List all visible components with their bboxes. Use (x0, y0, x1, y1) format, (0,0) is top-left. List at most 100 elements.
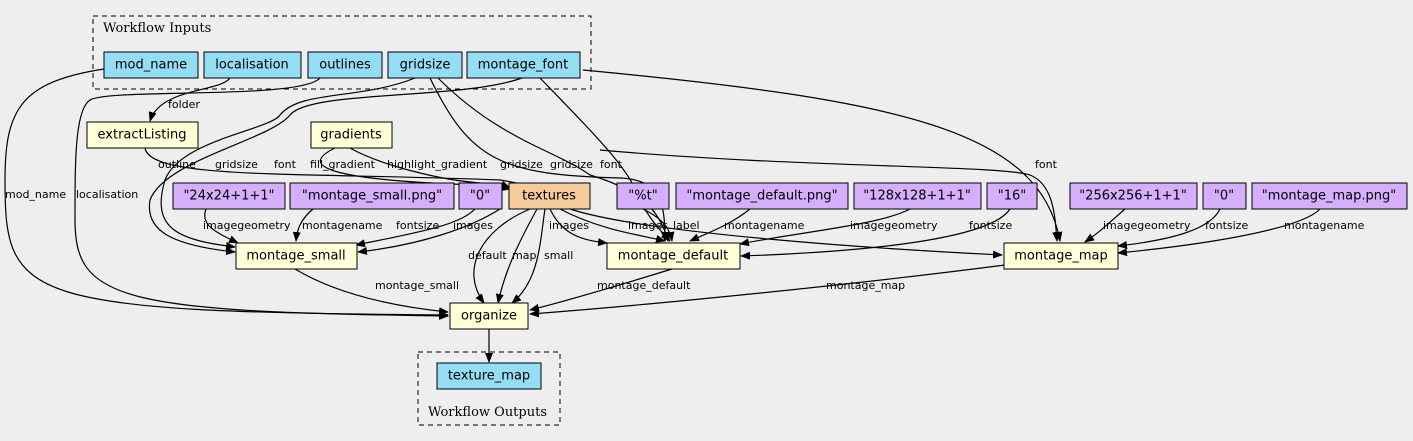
edge-gridsize-map (599, 149, 1061, 242)
edge-label-gridsize-d2: gridsize (550, 158, 593, 171)
workflow-outputs-title: Workflow Outputs (428, 405, 547, 420)
svg-text:"montage_map.png": "montage_map.png" (1262, 189, 1396, 204)
edge-textures-organize-map (495, 208, 538, 304)
edge-label-fontsize-small: fontsize (396, 219, 439, 232)
edge-mdefaultpng-default (689, 208, 751, 242)
node-outlines[interactable]: outlines (307, 51, 383, 79)
edge-localisation-extract (148, 77, 231, 122)
node-montage_default[interactable]: montage_default (606, 242, 741, 270)
edge-label-images-d2: images (628, 219, 668, 232)
edge-zero-map (1117, 208, 1221, 249)
node-gradients[interactable]: gradients (310, 121, 393, 149)
edge-default-organize (529, 268, 673, 312)
edge-label-fontsize-default: fontsize (969, 219, 1012, 232)
svg-text:outlines: outlines (319, 58, 371, 73)
edge-label-label: label (673, 219, 700, 232)
workflow-inputs-title: Workflow Inputs (103, 21, 211, 36)
svg-text:localisation: localisation (215, 58, 289, 73)
svg-text:montage_small: montage_small (246, 249, 345, 264)
svg-text:"256x256+1+1": "256x256+1+1" (1079, 189, 1187, 204)
node-montage_small[interactable]: montage_small (235, 242, 358, 270)
edge-label-gridsize-d1: gridsize (500, 158, 543, 171)
node-const-16[interactable]: "16" (986, 182, 1038, 210)
edge-textures-map (569, 208, 1003, 259)
edge-label-montage_default: montage_default (597, 279, 691, 292)
edge-label-images-default: images (549, 219, 589, 232)
workflow-outputs-cluster: Workflow Outputs (417, 351, 561, 426)
node-gridsize[interactable]: gridsize (387, 51, 463, 79)
edge-label-montage_small: montage_small (375, 279, 459, 292)
edge-label-highlight_gradient: highlight_gradient (387, 158, 488, 171)
edge-localisation-organize (74, 77, 449, 320)
node-const-zero-a[interactable]: "0" (458, 182, 503, 210)
edge-gridsize-small (160, 77, 416, 250)
edge-label-imagegeometry-small: imagegeometry (203, 219, 291, 232)
svg-text:"24x24+1+1": "24x24+1+1" (183, 189, 274, 204)
edges: folder mod_name localisation outline gri… (4, 68, 1365, 363)
node-texture_map[interactable]: texture_map (436, 362, 542, 390)
edge-label-montagename-map: montagename (1284, 219, 1365, 232)
node-montage_map[interactable]: montage_map (1003, 242, 1119, 270)
edge-label-font-d: font (600, 158, 623, 171)
edge-small-organize (294, 268, 449, 316)
edge-label-imagegeometry-map: imagegeometry (1103, 219, 1191, 232)
svg-text:"montage_default.png": "montage_default.png" (686, 189, 837, 204)
node-mod_name[interactable]: mod_name (103, 51, 199, 79)
edge-msmallpng-small (292, 208, 314, 242)
node-const-pct-t[interactable]: "%t" (616, 182, 670, 210)
node-textures[interactable]: textures (508, 182, 591, 210)
svg-text:gridsize: gridsize (400, 58, 451, 73)
edge-textures-default (549, 208, 608, 247)
svg-text:montage_default: montage_default (618, 249, 728, 264)
node-montage_font[interactable]: montage_font (466, 51, 581, 79)
edge-label-gridsize-small: gridsize (215, 158, 258, 171)
edge-gridsize-default-2 (437, 77, 670, 242)
svg-text:"%t": "%t" (628, 189, 657, 204)
edge-label-small: small (544, 249, 573, 262)
edge-label-fill_gradient: fill_gradient (310, 158, 376, 171)
node-organize[interactable]: organize (449, 302, 529, 330)
svg-text:extractListing: extractListing (98, 128, 187, 143)
edge-label-font-small: font (274, 158, 297, 171)
svg-text:mod_name: mod_name (115, 58, 187, 73)
edge-label-montage_map: montage_map (826, 279, 905, 292)
edge-mod_name-organize (4, 68, 449, 319)
edge-mmappng-map (1117, 208, 1321, 257)
workflow-inputs-cluster: Workflow Inputs (92, 15, 592, 90)
edge-label-mod_name: mod_name (5, 188, 66, 201)
edge-textures-small (357, 208, 501, 255)
edge-pct-default (642, 208, 675, 242)
svg-text:montage_font: montage_font (478, 58, 569, 73)
node-const-zero-b[interactable]: "0" (1202, 182, 1247, 210)
svg-text:"16": "16" (998, 189, 1027, 204)
node-const-24x24[interactable]: "24x24+1+1" (172, 182, 286, 210)
edge-label-montagename-default: montagename (724, 219, 805, 232)
node-localisation[interactable]: localisation (203, 51, 302, 79)
node-extractListing[interactable]: extractListing (86, 121, 199, 149)
node-const-montage-map-png[interactable]: "montage_map.png" (1251, 182, 1408, 210)
node-const-montage-small-png[interactable]: "montage_small.png" (289, 182, 455, 210)
edge-font-small (148, 77, 523, 256)
node-const-128x128[interactable]: "128x128+1+1" (853, 182, 982, 210)
node-const-montage-default-png[interactable]: "montage_default.png" (675, 182, 849, 210)
edge-label-font-map: font (1035, 158, 1058, 171)
svg-text:organize: organize (461, 309, 517, 324)
svg-text:"128x128+1+1": "128x128+1+1" (863, 189, 971, 204)
edge-16-default (740, 208, 1011, 260)
svg-text:"0": "0" (1214, 189, 1234, 204)
node-const-256x256[interactable]: "256x256+1+1" (1069, 182, 1198, 210)
edge-label-localisation: localisation (76, 188, 138, 201)
svg-text:gradients: gradients (320, 128, 382, 143)
edge-textures-default-2 (559, 208, 666, 243)
edge-label-folder: folder (168, 98, 200, 111)
svg-text:textures: textures (522, 189, 576, 204)
edge-zero-small (355, 208, 476, 248)
edge-label-fontsize-map: fontsize (1205, 219, 1248, 232)
edge-label-outline: outline (158, 158, 196, 171)
svg-text:"montage_small.png": "montage_small.png" (302, 189, 442, 204)
svg-text:texture_map: texture_map (448, 369, 530, 384)
edge-label-map: map (512, 249, 536, 262)
edge-128-default (739, 208, 911, 247)
edge-textures-organize-small (511, 208, 546, 304)
